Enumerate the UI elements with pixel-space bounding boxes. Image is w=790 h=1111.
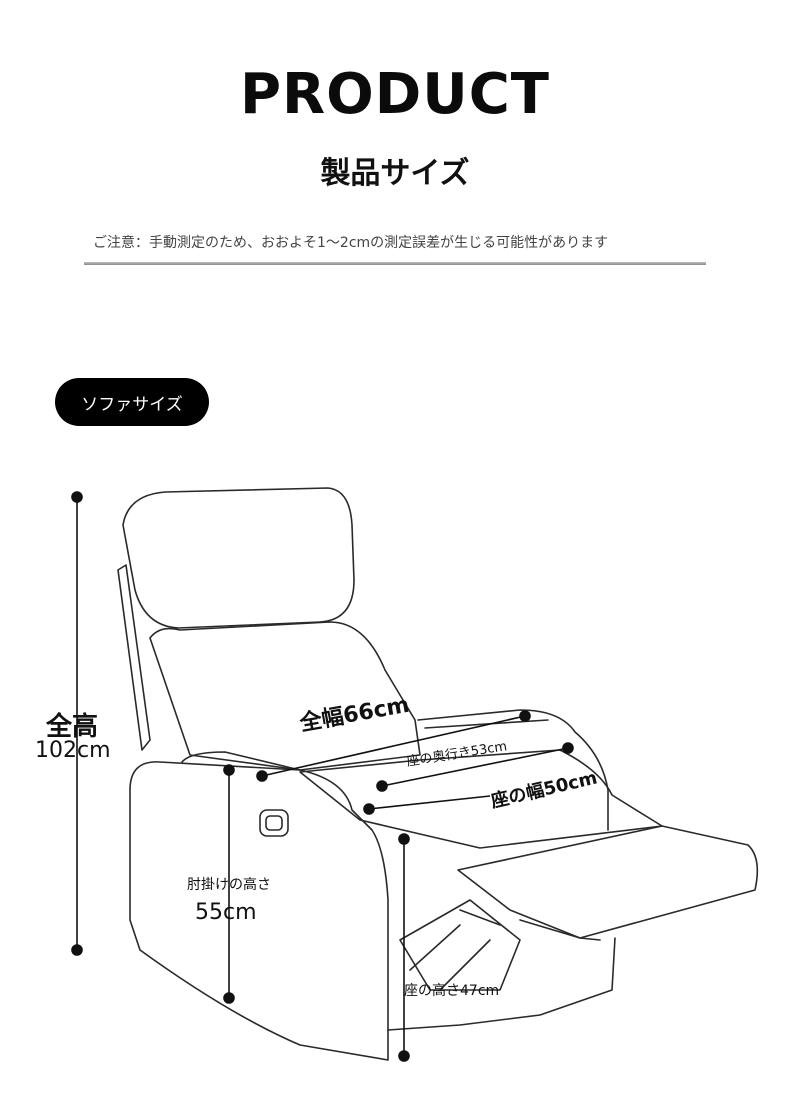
total-width-left-point — [256, 770, 268, 782]
total-height-label: 全高 — [46, 712, 99, 742]
left-arm-panel — [129, 761, 389, 1061]
seat-height-top-point — [398, 833, 410, 845]
recline-lever-inner — [265, 815, 283, 831]
page-title: PRODUCT — [239, 62, 551, 127]
seat-width-point — [363, 803, 375, 815]
seat-depth-line — [381, 747, 569, 787]
seat-depth-left-point — [376, 780, 388, 792]
armrest-height-label: 肘掛けの高さ — [187, 877, 271, 893]
section-badge-label: ソファサイズ — [81, 394, 183, 415]
footrest — [457, 825, 759, 939]
armrest-height-top-point — [223, 764, 235, 776]
seat-height-label: 座の高さ47cm — [404, 983, 500, 999]
recliner-dimension-diagram: 全高 102cm 全幅66cm 座の奥行き53cm 座の幅50cm 肘掛けの高さ… — [0, 470, 790, 1090]
seat-depth-right-point — [562, 742, 574, 754]
recliner-chair-illustration — [71, 487, 759, 1062]
total-width-right-point — [519, 710, 531, 722]
divider — [84, 262, 706, 265]
measurement-note: ご注意：手動測定のため、おおよそ1〜2cmの測定誤差が生じる可能性があります — [93, 235, 609, 251]
right-armrest — [417, 709, 609, 831]
headrest — [122, 487, 355, 629]
armrest-height-value: 55cm — [195, 900, 257, 925]
mechanism-links — [409, 909, 501, 991]
back-rear-panel — [117, 564, 151, 751]
base — [387, 937, 616, 1031]
total-height-top-point — [71, 491, 83, 503]
total-height-value: 102cm — [35, 738, 111, 763]
footrest-edge — [519, 919, 601, 941]
armrest-height-bottom-point — [223, 992, 235, 1004]
left-armrest-top — [181, 751, 301, 771]
recline-lever — [259, 809, 289, 837]
seat-width-line — [368, 795, 491, 810]
total-width-line — [261, 715, 526, 777]
section-badge: ソファサイズ — [55, 378, 209, 426]
seat-height-bottom-point — [398, 1050, 410, 1062]
recline-mechanism — [399, 899, 521, 991]
total-height-bottom-point — [71, 944, 83, 956]
page-subtitle: 製品サイズ — [320, 156, 470, 191]
backrest — [149, 621, 421, 771]
